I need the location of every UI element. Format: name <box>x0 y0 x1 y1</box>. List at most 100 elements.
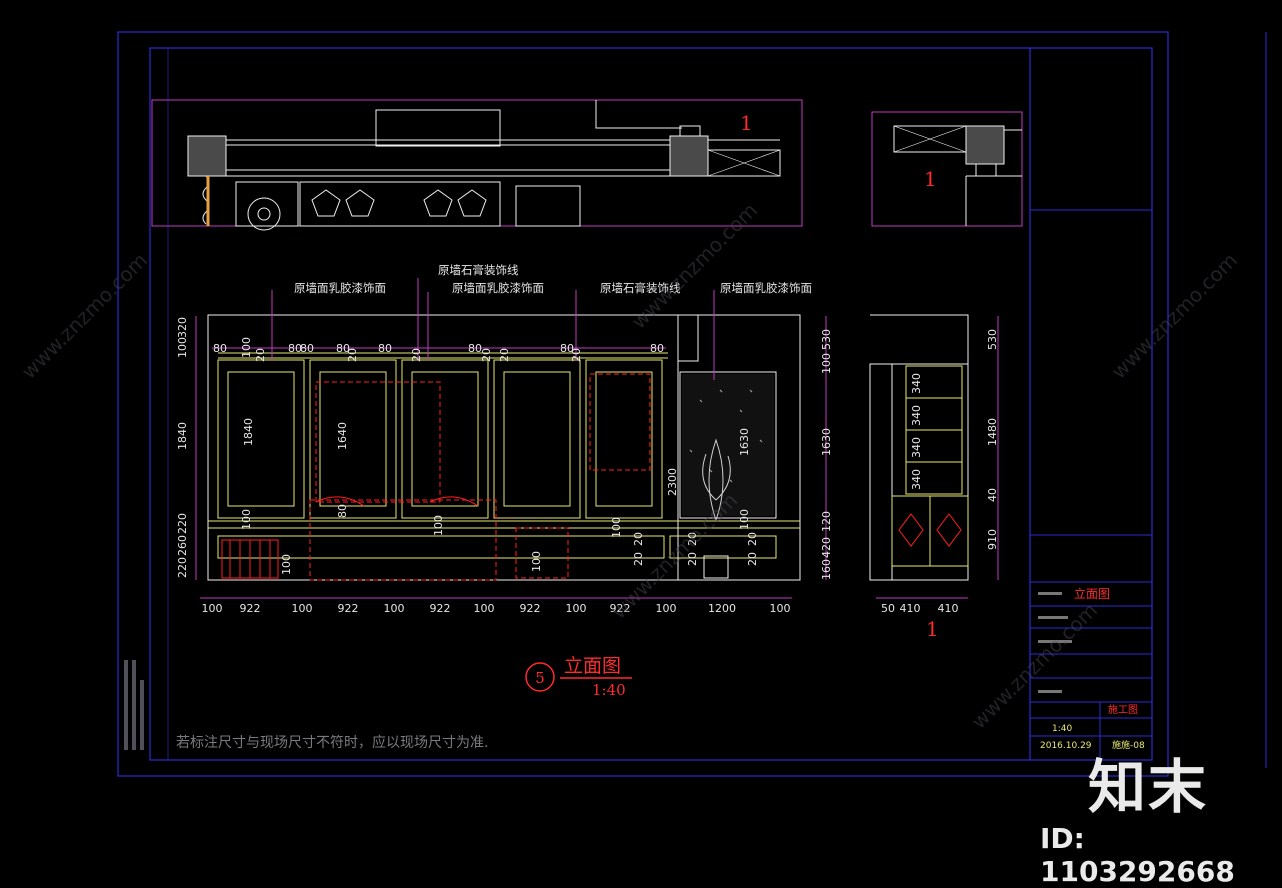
side-right-dim: 530 <box>986 329 999 350</box>
bottom-dim: 100 <box>474 602 495 615</box>
section-mark: 1 <box>926 617 939 641</box>
top-dim: 80 <box>378 342 392 355</box>
top-dim: 20 <box>498 348 511 362</box>
drawing-frame <box>117 31 1267 777</box>
side-right-dim: 40 <box>986 488 999 502</box>
bottom-dim: 922 <box>520 602 541 615</box>
drawing-title: 5 立面图 1:40 <box>525 655 632 699</box>
tb-stage: 施工图 <box>1108 703 1138 716</box>
top-dim: 80 <box>300 342 314 355</box>
shelf-dim: 340 <box>910 373 923 394</box>
small-dim: 20 <box>632 552 645 566</box>
small-dim: 100 <box>738 509 751 530</box>
note-smallprint <box>124 660 144 750</box>
side-bottom-dim: 50 <box>881 602 895 615</box>
top-dim: 20 <box>254 348 267 362</box>
annotation-5: 原墙面乳胶漆饰面 <box>720 281 812 295</box>
top-dim: 20 <box>410 348 423 362</box>
side-right-dim: 910 <box>986 529 999 550</box>
small-dim: 100 <box>240 509 253 530</box>
watermarks: www.znzmo.com www.znzmo.com www.znzmo.co… <box>17 198 1243 734</box>
right-dim: 1630 <box>820 428 833 456</box>
section-marks: 1 1 1 <box>740 111 939 641</box>
small-dim: 100 <box>432 515 445 536</box>
image-id: ID: 1103292668 <box>1040 822 1235 888</box>
watermark: www.znzmo.com <box>627 198 763 334</box>
small-dim: 80 <box>336 504 349 518</box>
top-dim: 100 <box>240 337 253 358</box>
panel-dim: 1840 <box>242 418 255 446</box>
left-dim: 220 <box>176 513 189 534</box>
bottom-dim: 100 <box>656 602 677 615</box>
side-bottom-dim: 410 <box>900 602 921 615</box>
annotation-3: 原墙面乳胶漆饰面 <box>452 281 544 295</box>
tb-date: 2016.10.29 <box>1040 741 1092 751</box>
top-dim: 80 <box>560 342 574 355</box>
left-dim: 260 <box>176 535 189 556</box>
small-dim: 100 <box>280 554 293 575</box>
small-dim: 100 <box>610 517 623 538</box>
top-dim: 80 <box>213 342 227 355</box>
annotation-2: 原墙面乳胶漆饰面 <box>294 281 386 295</box>
top-dim: 80 <box>468 342 482 355</box>
dimension-lines <box>195 278 999 599</box>
bottom-dim: 1200 <box>708 602 736 615</box>
small-dim: 100 <box>530 551 543 572</box>
bottom-dim: 100 <box>292 602 313 615</box>
bottom-dim: 100 <box>202 602 223 615</box>
top-dim: 80 <box>336 342 350 355</box>
left-dim: 100 <box>176 337 189 358</box>
small-dim: 20 <box>686 532 699 546</box>
small-dim: 20 <box>746 552 759 566</box>
panel-dim: 1630 <box>738 428 751 456</box>
plan-view <box>151 99 1023 231</box>
top-dim: 20 <box>346 348 359 362</box>
shelf-dim: 340 <box>910 437 923 458</box>
bottom-dim: 922 <box>338 602 359 615</box>
left-dim: 1840 <box>176 422 189 450</box>
top-dim: 20 <box>570 348 583 362</box>
shelf-dim: 340 <box>910 405 923 426</box>
right-dim: 420 <box>820 537 833 558</box>
bottom-dim: 922 <box>240 602 261 615</box>
small-dim: 20 <box>746 532 759 546</box>
dimension-texts: 100 922 100 922 100 922 100 922 100 922 … <box>176 317 999 615</box>
side-bottom-dim: 410 <box>938 602 959 615</box>
tb-drawing-name: 立面图 <box>1074 586 1110 601</box>
right-dim: 530 <box>820 329 833 350</box>
brand-logo: 知末 <box>1088 753 1209 821</box>
side-elevation <box>869 314 969 581</box>
section-mark: 1 <box>740 111 753 135</box>
tb-sheet: 施施-08 <box>1112 739 1145 751</box>
bottom-dim: 922 <box>430 602 451 615</box>
bottom-dim: 100 <box>384 602 405 615</box>
panel-dim: 2300 <box>666 468 679 496</box>
section-mark: 1 <box>924 167 937 191</box>
watermark: www.znzmo.com <box>17 248 153 384</box>
left-dim: 220 <box>176 557 189 578</box>
side-right-dim: 1480 <box>986 418 999 446</box>
small-dim: 20 <box>686 552 699 566</box>
title-number: 5 <box>535 669 545 687</box>
bottom-dim: 100 <box>770 602 791 615</box>
annotation-1: 原墙石膏装饰线 <box>438 263 519 277</box>
right-dim: 120 <box>820 511 833 532</box>
title-block: 立面图 施工图 1:40 2016.10.29 施施-08 <box>1038 586 1145 751</box>
bottom-dim: 100 <box>566 602 587 615</box>
tb-scale: 1:40 <box>1052 724 1072 734</box>
small-dim: 20 <box>632 532 645 546</box>
top-dim: 20 <box>480 348 493 362</box>
right-dim: 160 <box>820 559 833 580</box>
shelf-dim: 340 <box>910 469 923 490</box>
annotation-4: 原墙石膏装饰线 <box>600 281 681 295</box>
right-dim: 100 <box>820 353 833 374</box>
site-note: 若标注尺寸与现场尺寸不符时，应以现场尺寸为准. <box>176 734 488 751</box>
bottom-dim: 922 <box>610 602 631 615</box>
annotations: 原墙石膏装饰线 原墙面乳胶漆饰面 原墙面乳胶漆饰面 原墙石膏装饰线 原墙面乳胶漆… <box>294 263 812 295</box>
watermark: www.znzmo.com <box>967 598 1103 734</box>
top-dim: 80 <box>288 342 302 355</box>
watermark: www.znzmo.com <box>1107 248 1243 384</box>
top-dim: 80 <box>650 342 664 355</box>
title-name: 立面图 <box>564 655 621 677</box>
